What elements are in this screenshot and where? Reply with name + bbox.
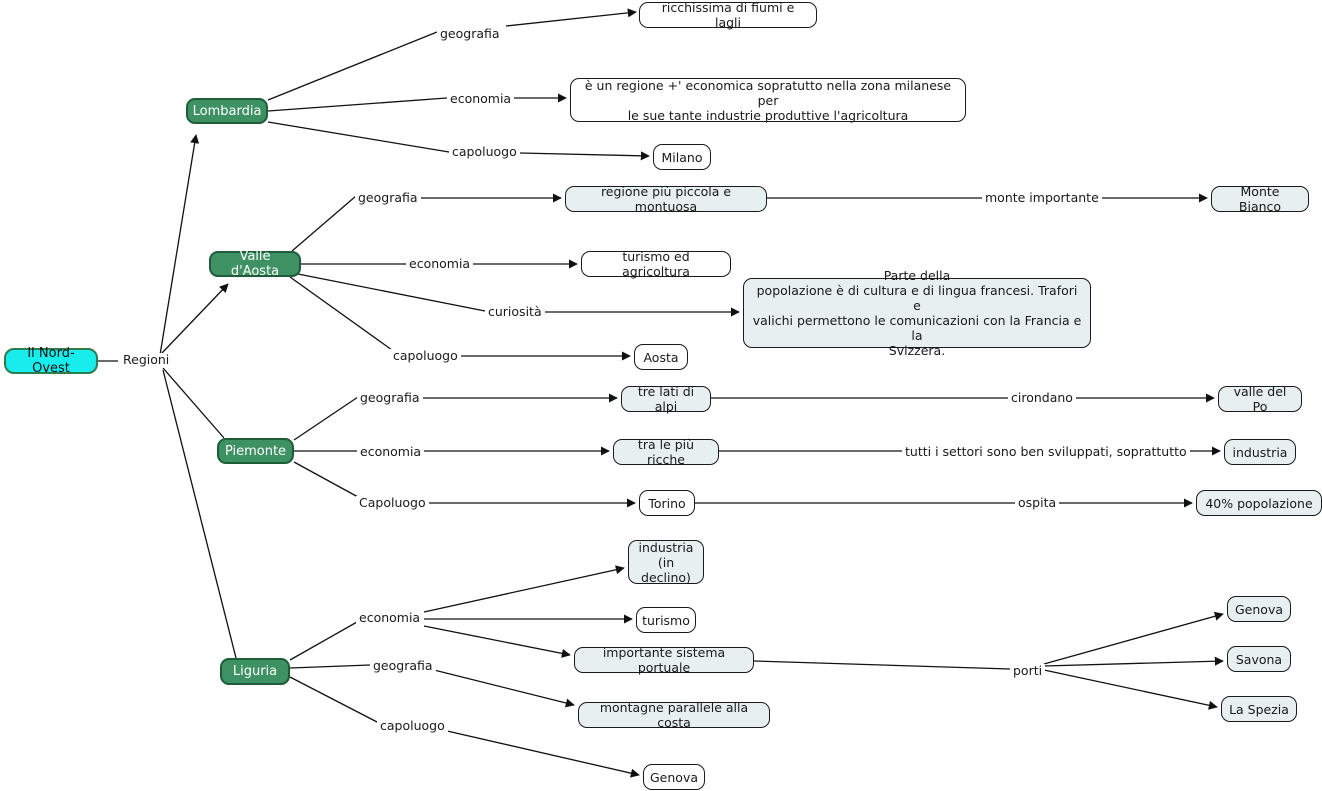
- edge-vda-capoluogo-label: [289, 276, 393, 351]
- node-liguria-montagne[interactable]: montagne parallele alla costa: [578, 700, 770, 730]
- edge-label-vda-capoluogo: capoluogo: [390, 349, 461, 363]
- node-porto-savona[interactable]: Savona: [1227, 646, 1291, 672]
- node-vda-geografia[interactable]: regione più piccola e montuosa: [565, 184, 767, 214]
- node-vda-economia[interactable]: turismo ed agricoltura: [581, 249, 731, 279]
- edge-label-vda-curiosita: curiosità: [485, 305, 545, 319]
- edge-porti-genova: [1043, 611, 1224, 665]
- node-piemonte-economia[interactable]: tra le più ricche: [613, 437, 719, 467]
- node-lombardia-economia[interactable]: è un regione +' economica sopratutto nel…: [570, 78, 966, 123]
- node-liguria-portuale[interactable]: importante sistema portuale: [574, 645, 754, 675]
- edge-lig-geografia-label: [289, 664, 371, 669]
- edge-label-lombardia-geografia: geografia: [437, 27, 503, 41]
- node-lombardia[interactable]: Lombardia: [186, 98, 268, 124]
- edge-label-porti: porti: [1010, 664, 1046, 678]
- node-liguria-capoluogo[interactable]: Genova: [643, 764, 705, 790]
- edge-lig-economia-portuale: [423, 625, 571, 658]
- node-piemonte-geografia[interactable]: tre lati di alpi: [621, 384, 711, 414]
- edge-label-lombardia-capoluogo: capoluogo: [449, 145, 520, 159]
- edge-lig-geografia-target: [425, 667, 575, 708]
- node-monte-bianco[interactable]: Monte Bianco: [1211, 184, 1309, 214]
- edge-lig-capoluogo-label: [289, 676, 378, 723]
- node-liguria-turismo[interactable]: turismo: [636, 607, 696, 633]
- edge-geografia-lombardia-target: [505, 8, 637, 27]
- edge-label-liguria-economia: economia: [356, 611, 424, 625]
- edge-label-vda-economia: economia: [406, 257, 474, 271]
- edge-portuale-to-porti: [753, 660, 1011, 670]
- node-porto-genova[interactable]: Genova: [1227, 596, 1291, 622]
- node-liguria-industria[interactable]: industria (in declino): [628, 540, 704, 585]
- edge-label-vda-geografia: geografia: [355, 191, 421, 205]
- edge-label-cirondano: cirondano: [1008, 391, 1076, 405]
- node-nord-ovest[interactable]: Il Nord-Ovest: [4, 346, 98, 376]
- node-valle-del-po[interactable]: valle del Po: [1218, 384, 1302, 414]
- edge-label-lombardia-economia: economia: [447, 92, 515, 106]
- edge-lombardia-economia-label: [267, 97, 448, 112]
- node-vda-capoluogo[interactable]: Aosta: [634, 344, 688, 370]
- edge-lig-economia-label: [289, 621, 358, 661]
- node-lombardia-geografia[interactable]: ricchissima di fiumi e lagli: [639, 0, 817, 30]
- edge-capoluogo-lombardia-target: [519, 151, 650, 161]
- node-popolazione[interactable]: 40% popolazione: [1196, 490, 1322, 516]
- edge-porti-savona: [1043, 656, 1224, 667]
- node-piemonte-capoluogo[interactable]: Torino: [639, 490, 695, 516]
- node-vda-curiosita[interactable]: Parte della popolazione è di cultura e d…: [743, 268, 1091, 358]
- node-porto-la-spezia[interactable]: La Spezia: [1221, 696, 1297, 722]
- edge-label-piemonte-geografia: geografia: [357, 391, 423, 405]
- node-lombardia-capoluogo[interactable]: Milano: [653, 144, 711, 170]
- edge-vda-geografia-label: [291, 195, 357, 252]
- edge-regioni-lombardia: [159, 134, 200, 356]
- node-piemonte-industria[interactable]: industria: [1224, 439, 1296, 465]
- edge-pie-capoluogo-label: [293, 461, 359, 498]
- edge-label-monte-importante: monte importante: [982, 191, 1102, 205]
- edge-label-liguria-capoluogo: capoluogo: [377, 719, 448, 733]
- edge-label-settori: tutti i settori sono ben sviluppati, sop…: [902, 445, 1190, 459]
- edge-porti-laspezia: [1043, 669, 1218, 710]
- edge-lombardia-capoluogo-label: [267, 121, 450, 153]
- edge-regioni-piemonte: [162, 367, 225, 439]
- node-piemonte[interactable]: Piemonte: [217, 438, 294, 464]
- edge-pie-geografia-label: [293, 396, 359, 441]
- edge-label-piemonte-capoluogo: Capoluogo: [356, 496, 429, 510]
- edge-label-ospita: ospita: [1015, 496, 1060, 510]
- edge-regioni-valledaosta: [161, 283, 229, 354]
- node-liguria[interactable]: Liguria: [220, 658, 290, 685]
- edge-lig-economia-industria: [423, 565, 625, 613]
- edge-label-piemonte-economia: economia: [357, 445, 425, 459]
- edge-lig-capoluogo-target: [433, 727, 640, 778]
- edge-regioni-liguria: [162, 369, 237, 659]
- edge-vda-curiosita-label: [297, 273, 486, 312]
- node-valle-daosta[interactable]: Valle d'Aosta: [209, 249, 301, 279]
- edge-label-regioni: Regioni: [120, 353, 173, 367]
- edge-label-liguria-geografia: geografia: [370, 659, 436, 673]
- edge-lombardia-geografia-label: [267, 31, 438, 101]
